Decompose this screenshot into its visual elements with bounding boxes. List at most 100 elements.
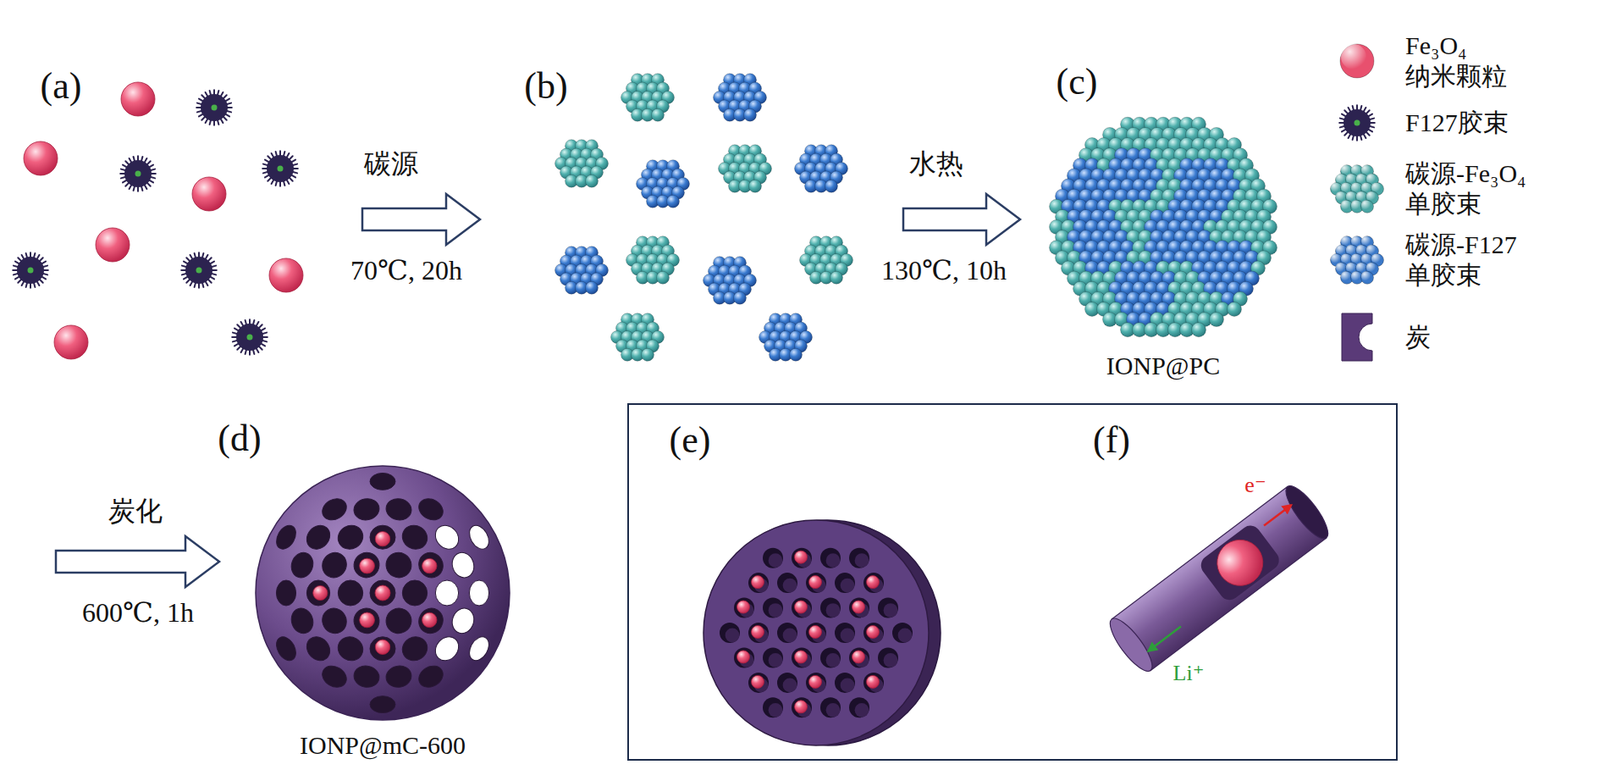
pore: [430, 520, 464, 554]
carbon-sphere: [255, 465, 510, 720]
micelle-unit: [744, 108, 757, 122]
micelle-unit: [825, 179, 839, 193]
channel: [863, 672, 884, 693]
carbon-f127-micelle: [713, 73, 767, 122]
legend-text: 炭: [1405, 321, 1558, 353]
micelle-core: [124, 160, 152, 188]
carbon-fe3o4-micelle: [626, 236, 680, 285]
pore: [272, 633, 300, 664]
channel: [820, 696, 841, 718]
fe3o4-particle: [794, 700, 808, 713]
carbon-fe3o4-unit: [1209, 312, 1225, 327]
swatch-unit-gloss: [1335, 244, 1346, 254]
channel: [777, 622, 798, 643]
micelle-unit: [585, 174, 599, 188]
pore: [369, 579, 396, 606]
micelle-core: [266, 154, 294, 183]
channel-wall: [768, 702, 784, 718]
pore: [397, 520, 432, 554]
pore: [414, 494, 447, 525]
step-condition: 70℃, 20h: [350, 254, 463, 287]
fe3o4-particle: [751, 674, 765, 688]
channel: [877, 597, 899, 618]
swatch-unit: [1361, 270, 1374, 284]
pore: [302, 520, 336, 554]
channel-wall: [898, 628, 913, 643]
micelle-unit: [789, 347, 803, 361]
pore: [381, 547, 417, 582]
legend-text: Fe₃O₄ 纳米颗粒: [1405, 30, 1558, 92]
swatch-unit-gloss: [1335, 262, 1346, 272]
pore: [349, 603, 385, 638]
pore: [369, 636, 396, 661]
channel: [791, 597, 812, 618]
micelle-centre: [196, 267, 203, 274]
carbon-f127-micelle: [794, 144, 849, 194]
fe3o4-particle: [359, 557, 376, 574]
fe3o4-particle: [422, 557, 437, 573]
f127-micelle: [12, 252, 49, 288]
fe3o4-particle: [866, 575, 880, 589]
legend-text: 碳源-F127 单胶束: [1405, 229, 1558, 291]
channel-wall: [826, 652, 841, 668]
carbon-tube: [1103, 480, 1336, 677]
channel: [877, 646, 899, 668]
lithium-label: Li⁺: [1173, 660, 1205, 686]
pore: [318, 494, 351, 525]
electron-label: e⁻: [1244, 472, 1266, 498]
fe3o4-particle: [866, 674, 880, 688]
fe3o4-particle: [852, 600, 866, 613]
swatch-unit-gloss: [1351, 236, 1361, 246]
fe3o4-particle: [794, 550, 808, 563]
micelle-centre: [1354, 120, 1361, 127]
swatch-ball: [1340, 44, 1374, 78]
channel: [863, 622, 884, 643]
sample-name: IONP@PC: [1106, 351, 1220, 381]
fe3o4-particle: [95, 227, 130, 262]
channel: [834, 572, 856, 593]
micelle-unit: [641, 347, 655, 361]
channel: [805, 572, 827, 593]
channel-wall: [783, 578, 798, 593]
channel-wall: [783, 628, 798, 643]
channel: [805, 672, 827, 693]
swatch-unit-gloss: [1346, 244, 1356, 254]
pore: [384, 496, 414, 522]
pore: [337, 579, 363, 606]
swatch-unit: [1361, 199, 1374, 213]
fe3o4-particle: [809, 625, 823, 639]
channel-wall: [840, 677, 856, 692]
pore: [349, 547, 385, 582]
swatch-unit-gloss: [1361, 182, 1371, 193]
channel-wall: [840, 578, 856, 593]
channel: [748, 622, 769, 643]
carbon-f127-micelle: [759, 313, 813, 362]
pore: [272, 521, 300, 552]
swatch-unit-gloss: [1361, 165, 1371, 175]
channel: [791, 547, 812, 569]
channel: [733, 597, 755, 618]
legend-text: 碳源-Fe₃O₄ 单胶束: [1405, 158, 1558, 220]
panel-letter: (c): [1056, 60, 1098, 105]
swatch-unit-gloss: [1371, 253, 1381, 264]
channel: [820, 646, 841, 668]
carbon-fe3o4-unit: [1191, 322, 1207, 337]
fe3o4-particle: [422, 612, 437, 627]
swatch-unit-gloss: [1351, 199, 1361, 210]
carbon-fe3o4-unit: [1227, 301, 1242, 316]
fe3o4-particle: [794, 600, 808, 613]
swatch-unit-gloss: [1361, 236, 1371, 246]
swatch-unit-gloss: [1340, 253, 1351, 264]
carbon-f127-micelle: [703, 256, 757, 305]
channel-wall: [768, 552, 784, 568]
micelle-core: [236, 323, 264, 351]
channel: [777, 672, 798, 693]
channel: [762, 696, 784, 718]
pore: [414, 661, 447, 691]
pore: [317, 547, 351, 582]
micelle-swatch: [1339, 104, 1375, 141]
fe3o4-particle: [375, 639, 390, 654]
fe3o4-particle: [751, 575, 765, 589]
pore: [369, 524, 396, 549]
fe3o4-particle: [269, 258, 304, 293]
